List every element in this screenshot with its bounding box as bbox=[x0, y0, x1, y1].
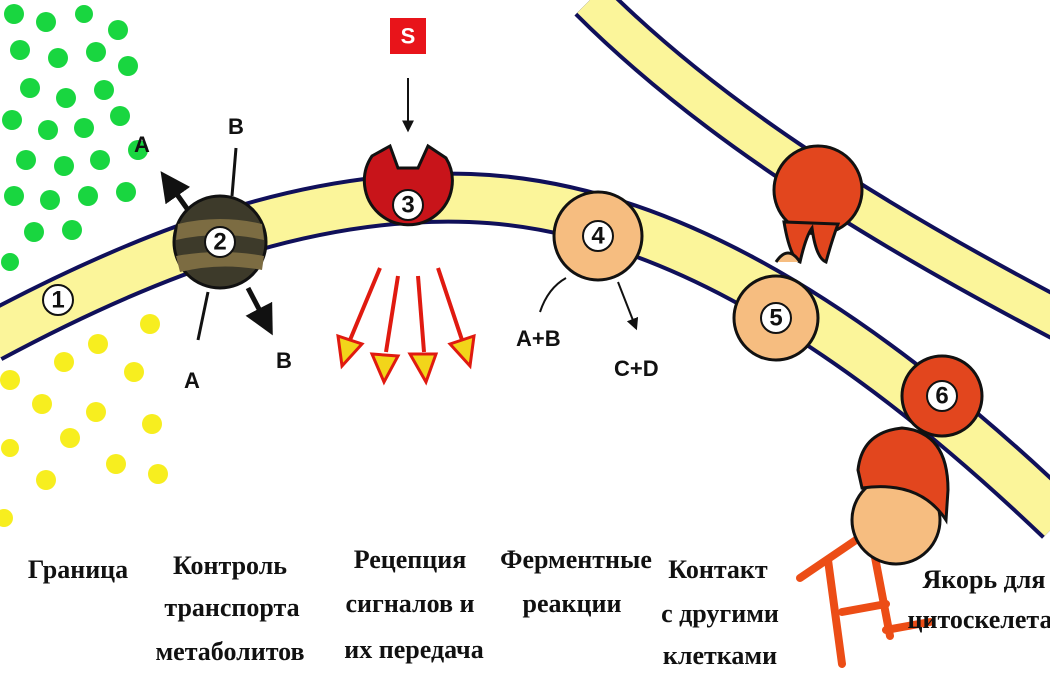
svg-text:Рецепция: Рецепция bbox=[354, 545, 467, 574]
svg-text:реакции: реакции bbox=[523, 589, 622, 618]
svg-text:S: S bbox=[401, 24, 416, 49]
svg-text:их передача: их передача bbox=[344, 635, 483, 664]
marker-6: 6 bbox=[935, 383, 948, 410]
caption-anchor: Якорь для цитоскелета bbox=[907, 565, 1050, 634]
svg-text:Якорь для: Якорь для bbox=[923, 565, 1046, 594]
label-product: C+D bbox=[614, 356, 659, 381]
marker-3: 3 bbox=[401, 192, 414, 219]
signal-transduction-arrows bbox=[338, 268, 474, 382]
label-A-in: A bbox=[184, 368, 200, 393]
signal-box: S bbox=[390, 18, 426, 54]
label-substrate: A+B bbox=[516, 326, 561, 351]
marker-2: 2 bbox=[213, 229, 226, 256]
green-particles bbox=[1, 4, 148, 271]
caption-contact: Контакт с другими клетками bbox=[661, 555, 779, 670]
svg-text:1: 1 bbox=[51, 287, 64, 314]
receptor-protein: 3 bbox=[364, 146, 452, 225]
svg-text:метаболитов: метаболитов bbox=[155, 637, 304, 666]
label-B-in: B bbox=[228, 114, 244, 139]
svg-text:Граница: Граница bbox=[28, 555, 128, 584]
marker-4: 4 bbox=[591, 223, 605, 250]
svg-text:клетками: клетками bbox=[663, 641, 777, 670]
svg-text:с другими: с другими bbox=[661, 599, 779, 628]
label-B-out: B bbox=[276, 348, 292, 373]
label-A-out: A bbox=[134, 132, 150, 157]
svg-text:Контакт: Контакт bbox=[668, 555, 768, 584]
transporter-protein: 2 bbox=[164, 148, 270, 340]
caption-transport: Контроль транспорта метаболитов bbox=[155, 551, 304, 666]
caption-enzymes: Ферментные реакции bbox=[500, 545, 652, 618]
svg-text:Ферментные: Ферментные bbox=[500, 545, 652, 574]
marker-5: 5 bbox=[769, 305, 782, 332]
svg-text:сигналов и: сигналов и bbox=[346, 589, 475, 618]
svg-text:цитоскелета: цитоскелета bbox=[907, 605, 1050, 634]
marker-1: 1 bbox=[43, 285, 73, 315]
caption-boundary: Граница bbox=[28, 555, 128, 584]
caption-reception: Рецепция сигналов и их передача bbox=[344, 545, 483, 664]
svg-text:транспорта: транспорта bbox=[164, 593, 299, 622]
svg-text:Контроль: Контроль bbox=[173, 551, 287, 580]
